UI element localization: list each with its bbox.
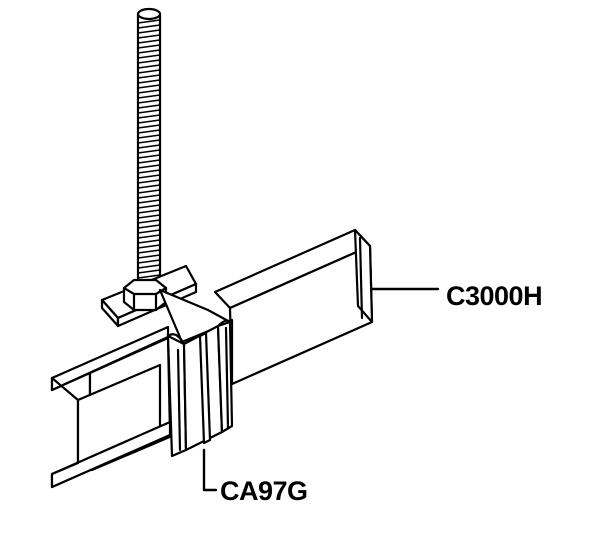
rod-thread-line — [137, 39, 161, 44]
label-channel-part: C3000H — [446, 281, 543, 311]
rod-thread-line — [137, 29, 161, 34]
rod-thread-line — [137, 184, 161, 189]
rod-thread-line — [137, 144, 161, 149]
rod-thread-line — [137, 89, 161, 94]
channel-bottom-lip — [50, 420, 172, 489]
clamp-right-inner — [224, 326, 230, 430]
rod-thread-line — [137, 259, 161, 264]
rod-thread-line — [137, 149, 161, 154]
rod-thread-line — [137, 109, 161, 114]
rod-thread-line — [137, 244, 161, 249]
rod-thread-line — [137, 159, 161, 164]
clamp-left-inner — [176, 348, 182, 452]
label-clamp-part: CA97G — [220, 476, 308, 506]
rod-thread-line — [137, 74, 161, 79]
rod-thread-line — [137, 234, 161, 239]
threaded-rod — [136, 7, 162, 298]
rod-thread-line — [137, 239, 161, 244]
rod-thread-line — [137, 129, 161, 134]
rod-thread-line — [137, 179, 161, 184]
rod-thread-line — [137, 274, 161, 279]
hex-nut — [100, 264, 198, 328]
rod-thread-line — [137, 174, 161, 179]
rod-thread-line — [137, 79, 161, 84]
rod-thread-line — [137, 204, 161, 209]
nut-facets — [132, 292, 158, 312]
rod-thread-line — [137, 269, 161, 274]
channel-clamp — [158, 288, 234, 458]
rod-thread-line — [137, 219, 161, 224]
clamp-right-curl — [216, 319, 232, 328]
leader-ca97g — [202, 448, 218, 492]
channel-end-face — [353, 228, 374, 324]
rod-thread-line — [137, 194, 161, 199]
rod-thread-line — [137, 209, 161, 214]
rod-thread-line — [137, 134, 161, 139]
rod-thread-line — [137, 94, 161, 99]
channel-bottom-return — [50, 461, 80, 476]
strut-channel — [50, 228, 374, 489]
rod-thread-line — [137, 69, 161, 74]
rod-top-end — [136, 7, 162, 21]
channel-end-lip-line — [358, 236, 364, 320]
clamp-left-curl — [166, 333, 186, 346]
rod-thread-line — [137, 44, 161, 49]
rod-thread-line — [137, 99, 161, 104]
channel-bottom-edge — [90, 434, 174, 472]
rod-thread-line — [137, 189, 161, 194]
rod-thread-line — [137, 124, 161, 129]
rod-thread-line — [137, 164, 161, 169]
rod-thread-line — [137, 119, 161, 124]
clamp-front-rib — [198, 331, 212, 445]
rod-thread-line — [137, 64, 161, 69]
rod-thread-line — [137, 224, 161, 229]
rod-thread-line — [137, 84, 161, 89]
rod-thread-line — [137, 229, 161, 234]
rod-thread-line — [137, 154, 161, 159]
rod-thread-line — [137, 49, 161, 54]
rod-thread-line — [137, 249, 161, 254]
rod-thread-line — [137, 24, 161, 29]
rod-thread-line — [137, 254, 161, 259]
rod-thread-line — [137, 104, 161, 109]
rod-thread-line — [137, 139, 161, 144]
rod-thread-line — [137, 19, 161, 24]
rod-thread-line — [137, 54, 161, 59]
rod-thread-line — [137, 114, 161, 119]
rod-thread-line — [137, 169, 161, 174]
rod-thread-line — [137, 214, 161, 219]
rod-thread-line — [137, 199, 161, 204]
rod-thread-line — [137, 59, 161, 64]
rod-threads — [137, 19, 161, 284]
rod-thread-line — [137, 264, 161, 269]
rod-thread-line — [137, 34, 161, 39]
